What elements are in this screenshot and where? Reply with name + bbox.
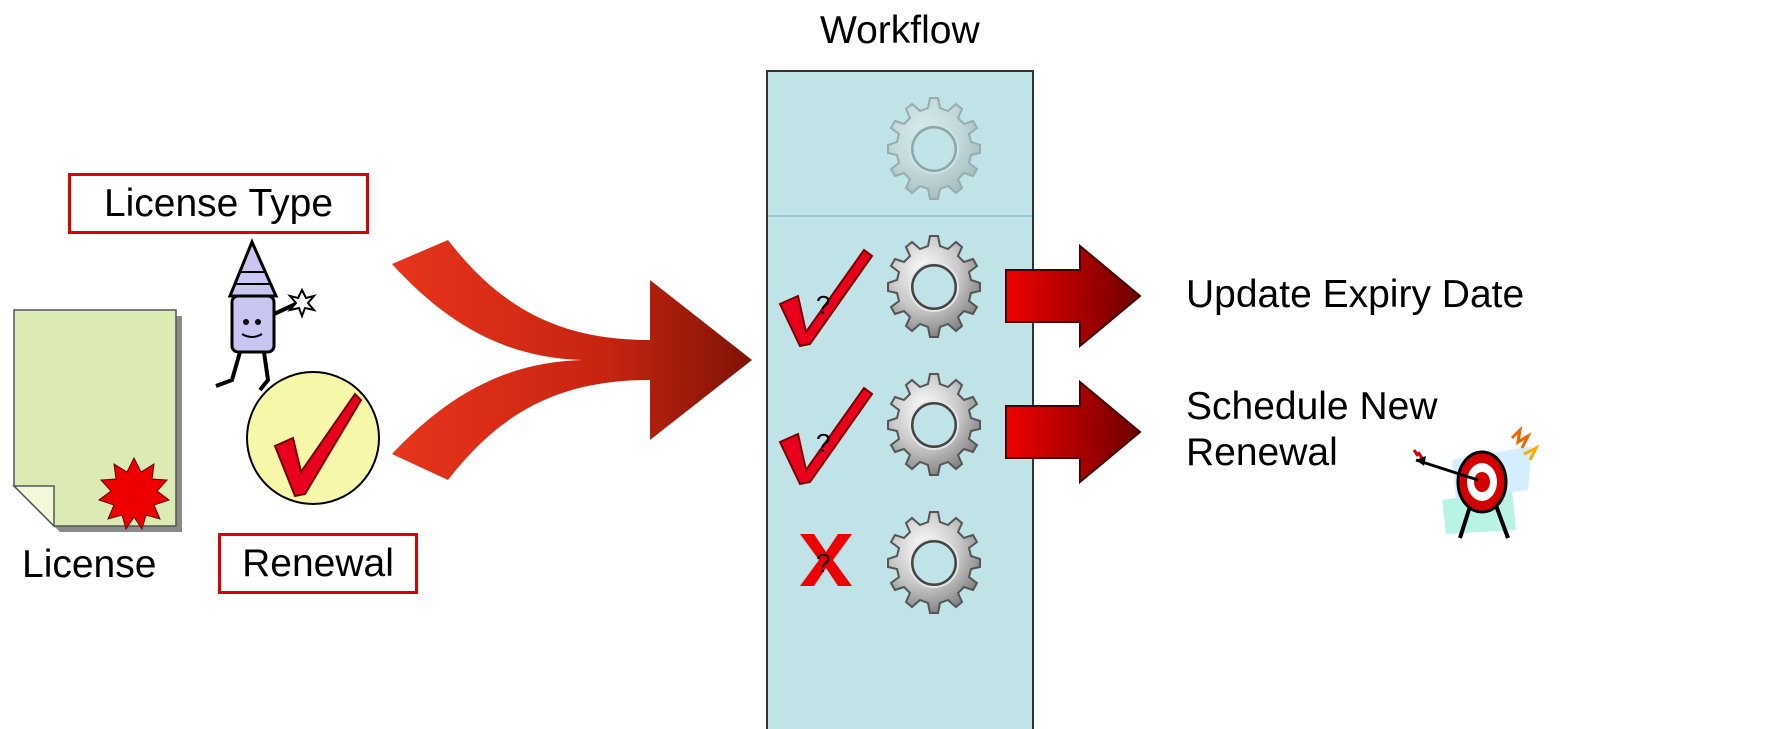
gear-icon (886, 234, 982, 339)
check-icon (778, 248, 874, 348)
renewal-badge (246, 371, 380, 505)
renewal-label: Renewal (218, 533, 418, 594)
license-type-label: License Type (68, 173, 369, 234)
license-label: License (22, 543, 157, 586)
output-label-schedule-renewal: Schedule New Renewal (1186, 385, 1438, 475)
gear-icon (886, 372, 982, 477)
cross-icon (800, 534, 852, 586)
output-arrow (1005, 243, 1142, 349)
output-label-update-expiry: Update Expiry Date (1186, 273, 1525, 316)
check-icon (778, 386, 874, 486)
step-question-mark: ? (816, 428, 831, 458)
gear-icon (886, 96, 982, 201)
workflow-divider (768, 215, 1032, 217)
license-document-icon (12, 309, 182, 532)
step-question-mark: ? (816, 548, 831, 578)
gear-icon (886, 510, 982, 615)
step-question-mark: ? (816, 290, 831, 320)
workflow-title: Workflow (820, 9, 980, 52)
check-icon (273, 392, 363, 498)
target-arrow-icon (1412, 425, 1540, 539)
merge-arrow (392, 240, 752, 480)
seal-icon (97, 456, 171, 531)
rocket-mascot-icon (215, 238, 317, 392)
output-arrow (1005, 379, 1142, 485)
